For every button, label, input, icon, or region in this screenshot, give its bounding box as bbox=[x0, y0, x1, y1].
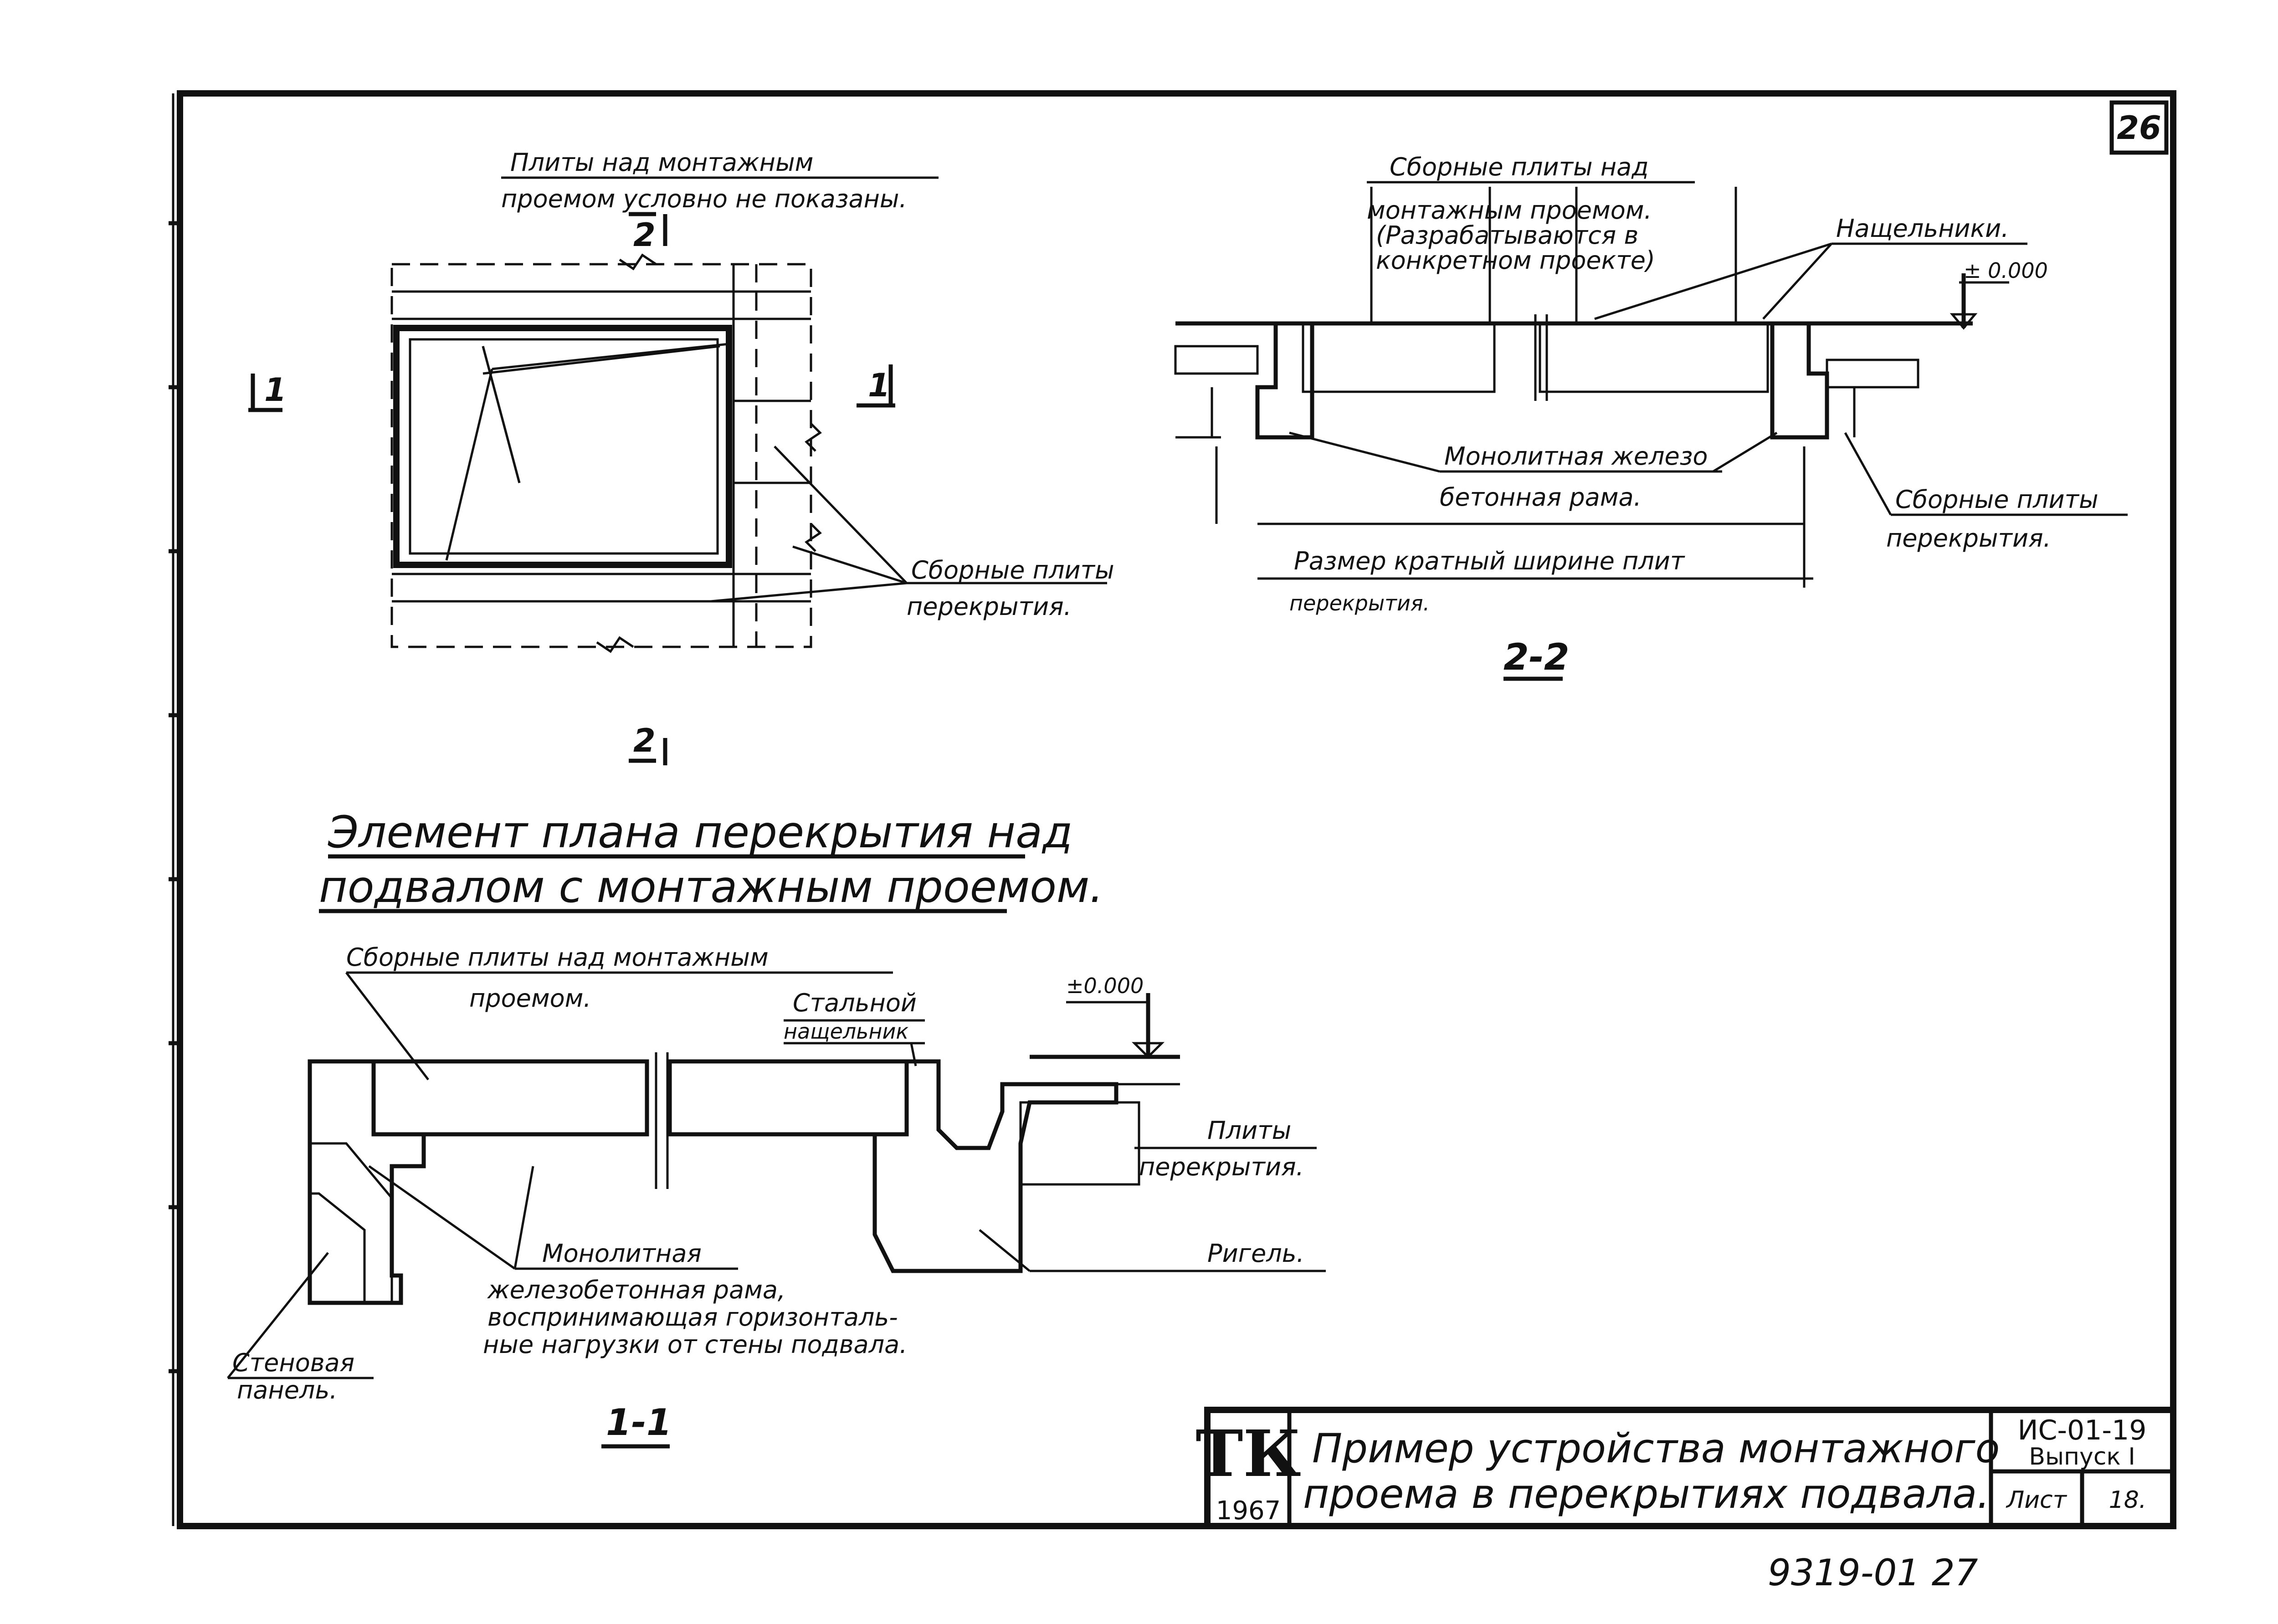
s11-frame-2: железобетонная рама, bbox=[487, 1276, 785, 1304]
sheet-frame bbox=[169, 90, 2176, 1529]
cut-1-left-label: 1 bbox=[264, 371, 287, 409]
cut-2-bottom-label: 2 bbox=[633, 722, 656, 759]
title-stamp: ТК 1967 Пример устройства монтажного про… bbox=[1195, 1407, 2176, 1529]
s11-steel-2: нащельник bbox=[784, 1019, 908, 1044]
s22-slabs-2: перекрытия. bbox=[1886, 524, 2051, 553]
s22-slabs-over-3: (Разрабатываются в bbox=[1376, 221, 1638, 250]
s22-frame-1: Монолитная железо bbox=[1444, 442, 1708, 471]
cut-1-right-label: 1 bbox=[868, 367, 890, 404]
s11-floor-1: Плиты bbox=[1207, 1116, 1291, 1145]
plan-slabs-label-1: Сборные плиты bbox=[911, 556, 1114, 584]
stamp-year: 1967 bbox=[1216, 1496, 1281, 1526]
cut-2-top-label: 2 bbox=[633, 216, 656, 254]
s11-frame-4: ные нагрузки от стены подвала. bbox=[483, 1330, 907, 1359]
plan-title-line2: подвалом с монтажным проемом. bbox=[319, 861, 1103, 912]
s22-dim-2: перекрытия. bbox=[1289, 591, 1430, 615]
plan-note-line1: Плиты над монтажным bbox=[510, 148, 813, 177]
s11-floor-2: перекрытия. bbox=[1139, 1153, 1304, 1181]
stamp-sheet-value: 18. bbox=[2109, 1486, 2147, 1514]
plan-title-line1: Элемент плана перекрытия над bbox=[328, 807, 1072, 858]
s22-title: 2-2 bbox=[1503, 636, 1570, 678]
stamp-title-line2: проема в перекрытиях подвала. bbox=[1303, 1470, 1990, 1517]
s11-steel-1: Стальной bbox=[793, 989, 917, 1017]
plan-note-line2: проемом условно не показаны. bbox=[501, 184, 907, 213]
s11-frame-1: Монолитная bbox=[542, 1239, 702, 1268]
s22-dim-1: Размер кратный ширине плит bbox=[1294, 547, 1685, 575]
footer-number: 9319-01 27 bbox=[1768, 1552, 1978, 1594]
s22-level: ± 0.000 bbox=[1964, 258, 2048, 283]
s22-slabs-over-4: конкретном проекте) bbox=[1376, 246, 1655, 275]
s11-slabs-over-2: проемом. bbox=[469, 984, 591, 1013]
stamp-title-line1: Пример устройства монтажного bbox=[1312, 1425, 2000, 1472]
s11-level: ±0.000 bbox=[1066, 973, 1144, 998]
stamp-org-code: ТК bbox=[1195, 1417, 1301, 1491]
stamp-sheet-label: Лист bbox=[2006, 1486, 2067, 1514]
section-2-2: ± 0.000 Сборные плиты над монтажным прое… bbox=[1174, 153, 2128, 681]
s22-frame-2: бетонная рама. bbox=[1440, 483, 1642, 512]
section-1-1: ±0.000 Сборные плиты над монтажным проем… bbox=[227, 943, 1326, 1449]
s11-slabs-over-1: Сборные плиты над монтажным bbox=[346, 943, 769, 972]
stamp-issue: Выпуск I bbox=[2029, 1443, 2135, 1470]
s11-beam: Ригель. bbox=[1207, 1239, 1304, 1268]
plan-view: Плиты над монтажным проемом условно не п… bbox=[248, 148, 1114, 913]
s22-slabs-over-1: Сборные плиты над bbox=[1390, 153, 1649, 181]
s11-wall-2: панель. bbox=[237, 1376, 337, 1404]
sheet-number-box: 26 bbox=[2109, 100, 2169, 155]
s11-frame-3: воспринимающая горизонталь- bbox=[487, 1303, 898, 1332]
plan-slabs-label-2: перекрытия. bbox=[907, 592, 1072, 621]
s22-slabs-1: Сборные плиты bbox=[1895, 485, 2098, 514]
s11-wall-1: Стеновая bbox=[232, 1348, 354, 1377]
s22-slabs-over-2: монтажным проемом. bbox=[1367, 196, 1652, 225]
sheet-number: 26 bbox=[2117, 109, 2161, 147]
s11-title: 1-1 bbox=[606, 1401, 672, 1444]
s22-covers-label: Нащельники. bbox=[1836, 214, 2009, 243]
stamp-series: ИС-01-19 bbox=[2018, 1414, 2147, 1446]
